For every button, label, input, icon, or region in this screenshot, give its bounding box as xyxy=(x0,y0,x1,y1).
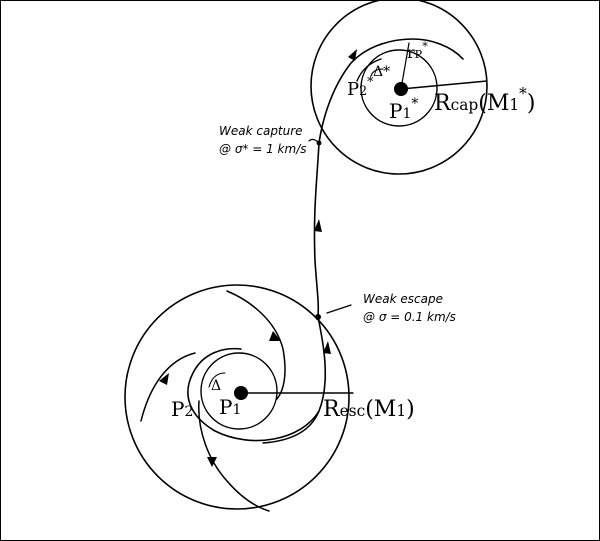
resc-symbol: R xyxy=(323,397,340,422)
resc-subscript: esc xyxy=(339,402,366,420)
escape-primary-label: P1 xyxy=(219,397,241,417)
p2star-superscript: * xyxy=(367,74,374,90)
capture-delta-label: Δ* xyxy=(373,65,390,79)
capture-delta-arc xyxy=(370,68,384,77)
escape-sphere xyxy=(124,284,350,510)
capture-rp-label: rP* xyxy=(407,41,428,62)
p2star-subscript: 2 xyxy=(359,83,368,98)
arrow-escape-3 xyxy=(159,373,169,385)
delta-star-text: Δ* xyxy=(373,64,391,80)
capture-inner-spiral xyxy=(356,58,382,82)
arrow-capture xyxy=(348,49,357,61)
escape-trajectory-main xyxy=(187,316,327,442)
capture-radius-line xyxy=(400,80,488,90)
weak-escape-leader xyxy=(326,304,352,314)
weak-escape-line1: Weak escape xyxy=(363,292,443,306)
p1star-symbol: P xyxy=(389,99,403,123)
escape-inner-orbit xyxy=(200,352,278,430)
p2-subscript: 2 xyxy=(184,404,194,420)
rp-superscript: * xyxy=(422,40,428,54)
escape-trajectory-outer xyxy=(226,290,286,400)
weak-escape-line2: @ σ = 0.1 km/s xyxy=(363,310,456,324)
weak-capture-line1: Weak capture xyxy=(219,124,303,138)
p1-subscript: 1 xyxy=(232,402,242,418)
weak-capture-line2: @ σ* = 1 km/s xyxy=(219,142,307,156)
capture-radius-label: Rcap(M1*) xyxy=(434,87,536,116)
weak-capture-leader xyxy=(308,138,320,144)
p1star-subscript: 1 xyxy=(402,106,412,122)
capture-inner-orbit xyxy=(360,49,438,127)
p2-symbol: P xyxy=(171,397,185,421)
arrow-escape-2 xyxy=(269,331,281,341)
escape-periapsis-label: P2 xyxy=(171,399,193,419)
delta-text: Δ xyxy=(211,378,222,394)
weak-escape-annotation: Weak escape @ σ = 0.1 km/s xyxy=(363,293,456,323)
arrow-escape-4 xyxy=(207,457,217,467)
escape-trajectory-left xyxy=(140,352,196,422)
rcap-arg: (M xyxy=(478,91,510,116)
rcap-arg-superscript: * xyxy=(519,85,527,104)
capture-periapsis-label: P2* xyxy=(347,75,373,100)
escape-trajectory-lower xyxy=(198,400,270,512)
rcap-arg-subscript: 1 xyxy=(509,96,520,114)
weak-capture-annotation: Weak capture @ σ* = 1 km/s xyxy=(219,125,307,155)
transfer-trajectory xyxy=(313,142,320,318)
escape-trajectory-right-loop xyxy=(262,410,320,444)
resc-arg: (M xyxy=(365,397,397,422)
capture-periapsis-line xyxy=(400,42,410,90)
arrow-escape-1 xyxy=(323,341,331,354)
capture-primary-label: P1* xyxy=(389,97,418,123)
resc-arg-subscript: 1 xyxy=(396,402,407,420)
capture-sphere xyxy=(310,1,488,175)
rcap-symbol: R xyxy=(434,91,451,116)
p1-symbol: P xyxy=(219,395,233,419)
resc-arg-close: ) xyxy=(406,397,415,422)
p2star-symbol: P xyxy=(347,79,360,100)
arrow-transfer xyxy=(314,219,322,232)
rp-symbol: r xyxy=(407,43,415,62)
capture-trajectory xyxy=(318,38,464,144)
p1star-superscript: * xyxy=(411,96,419,113)
weak-escape-point xyxy=(315,314,321,320)
escape-delta-arc xyxy=(208,372,226,388)
escape-delta-label: Δ xyxy=(211,379,221,393)
rp-subscript: P xyxy=(414,48,423,61)
escape-radius-label: Resc(M1) xyxy=(323,399,415,421)
rcap-arg-close: ) xyxy=(526,91,536,116)
rcap-subscript: cap xyxy=(450,96,479,114)
